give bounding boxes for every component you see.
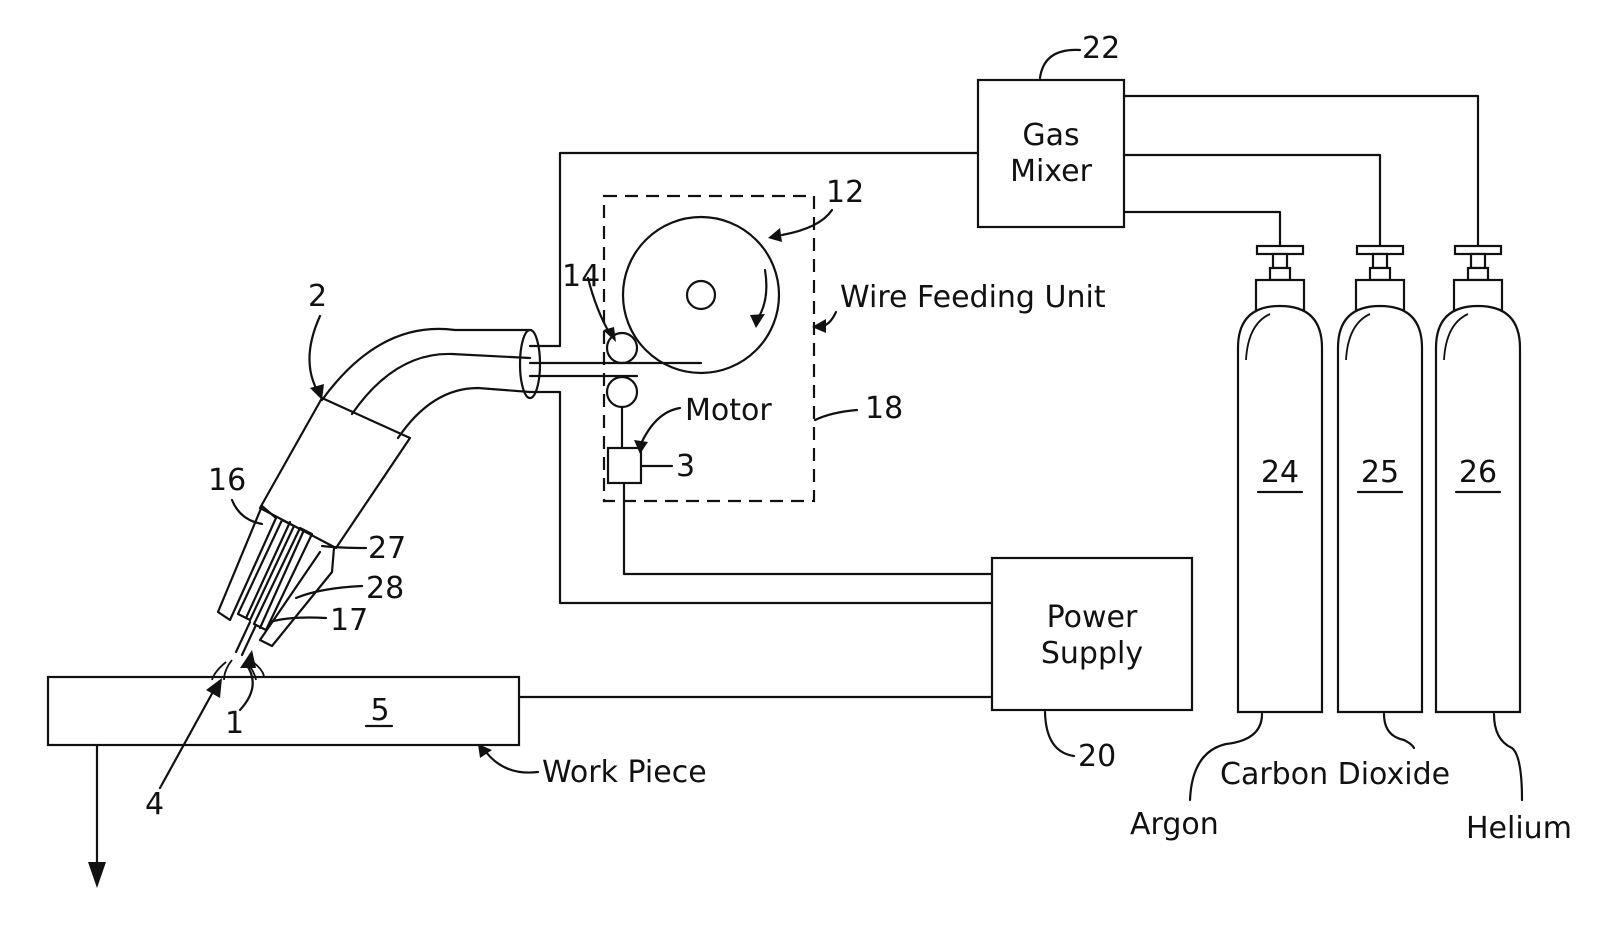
feed-roller-lower	[605, 375, 639, 409]
power-supply-label-line1: Power	[1047, 600, 1138, 635]
insulator-ref: 28	[366, 571, 404, 606]
carbon-dioxide-label: Carbon Dioxide	[1220, 757, 1450, 792]
power-lines	[517, 390, 994, 699]
work-piece-label: Work Piece	[542, 755, 707, 790]
work-piece-ref: 5	[370, 693, 389, 728]
roller-ref: 14	[562, 259, 600, 294]
carbon-dioxide-cylinder: 25	[1336, 244, 1424, 714]
wire-spool	[621, 215, 781, 375]
work-piece: 5 Work Piece	[46, 675, 707, 888]
gas-mixer-label-line2: Mixer	[1010, 154, 1093, 189]
gas-diffuser-ref: 27	[368, 531, 406, 566]
gas-mixer: Gas Mixer 22	[976, 31, 1126, 229]
gas-lines	[528, 94, 1480, 348]
torch-ref: 2	[308, 279, 327, 314]
helium-cylinder: 26	[1434, 244, 1522, 714]
argon-cylinder: 24	[1236, 244, 1324, 714]
motor-box	[606, 446, 643, 485]
carbon-dioxide-cylinder-ref: 25	[1361, 455, 1399, 490]
arc-ref: 1	[225, 706, 244, 741]
motor-label: Motor	[685, 393, 772, 428]
wire-feeding-unit-ref: 18	[865, 391, 903, 426]
wire-feeding-unit: Motor 3 12 14 Wire Feeding Unit 18	[528, 175, 1106, 503]
gas-cylinders: 24 25 26 Argon Carbo	[1130, 244, 1572, 846]
argon-cylinder-ref: 24	[1261, 455, 1299, 490]
nozzle-ref: 16	[208, 463, 246, 498]
shielding-gas-ref: 4	[145, 787, 164, 822]
helium-cylinder-ref: 26	[1459, 455, 1497, 490]
argon-label: Argon	[1130, 807, 1219, 842]
contact-tip-ref: 17	[330, 603, 368, 638]
wire-feeding-unit-label: Wire Feeding Unit	[840, 280, 1106, 315]
welding-torch: 2 16 27 28 17 1 4	[145, 279, 542, 822]
motor-ref: 3	[676, 449, 695, 484]
power-supply: Power Supply 20	[990, 556, 1194, 774]
power-supply-ref: 20	[1078, 739, 1116, 774]
gas-mixer-ref: 22	[1082, 31, 1120, 66]
helium-label: Helium	[1466, 811, 1572, 846]
spool-ref: 12	[826, 175, 864, 210]
power-supply-label-line2: Supply	[1041, 636, 1143, 671]
gas-mixer-label-line1: Gas	[1022, 118, 1079, 153]
